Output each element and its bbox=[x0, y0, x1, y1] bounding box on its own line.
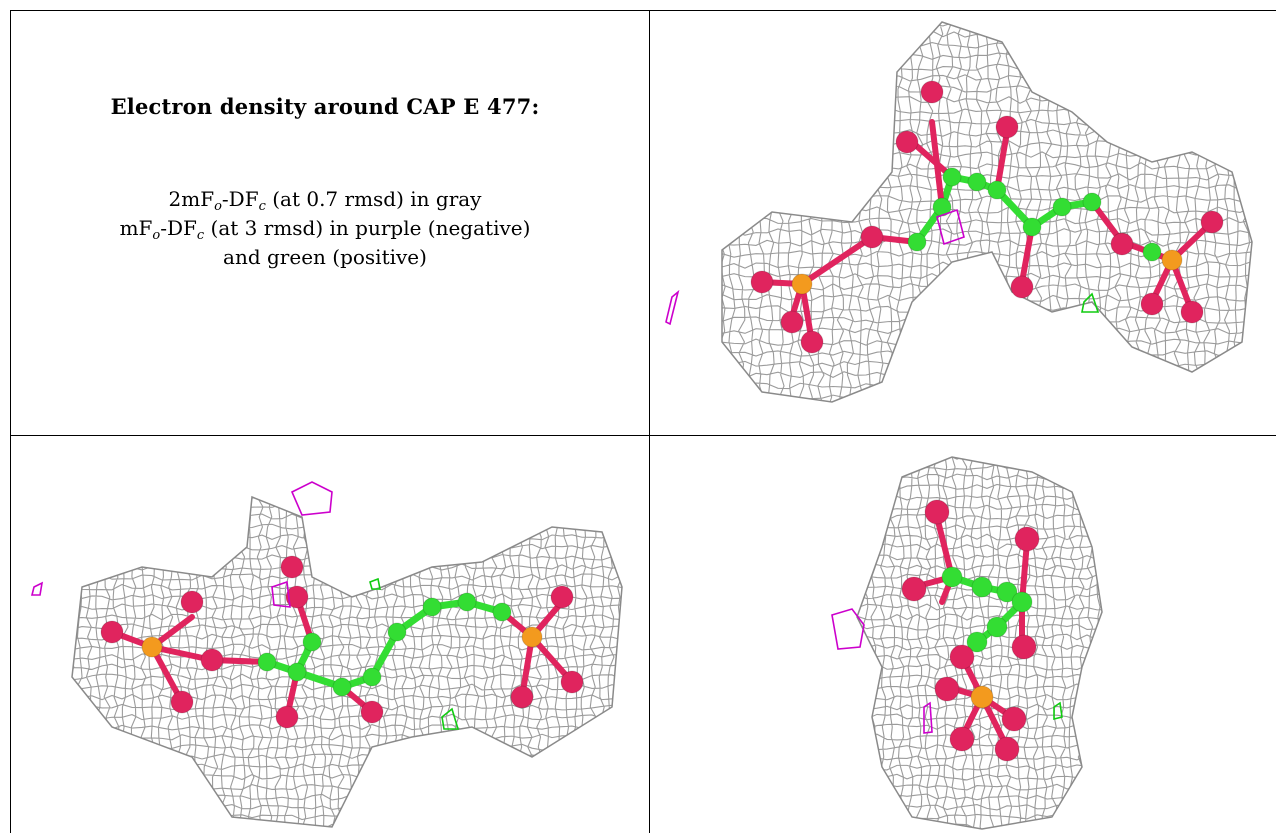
border-left bbox=[10, 10, 11, 833]
oxygen-atom bbox=[280, 555, 304, 579]
oxygen-atom bbox=[180, 590, 204, 614]
oxygen-atom bbox=[901, 576, 927, 602]
phosphorus-atom bbox=[1161, 249, 1183, 271]
caption-line-2: mFo-DFc (at 3 rmsd) in purple (negative) bbox=[119, 215, 531, 243]
density-mesh-outline bbox=[721, 21, 1253, 403]
carbon-atom bbox=[1011, 591, 1033, 613]
oxygen-atom bbox=[995, 115, 1019, 139]
density-mesh-outline bbox=[71, 495, 623, 828]
phosphorus-atom bbox=[521, 626, 543, 648]
bond bbox=[799, 234, 875, 287]
carbon-atom bbox=[362, 667, 382, 687]
oxygen-atom bbox=[1200, 210, 1224, 234]
positive-difference-density bbox=[1081, 292, 1100, 313]
carbon-atom bbox=[966, 631, 988, 653]
negative-difference-density bbox=[665, 289, 680, 326]
bond bbox=[994, 129, 1010, 193]
density-view-bottom-left bbox=[30, 481, 623, 828]
caption-title: Electron density around CAP E 477: bbox=[110, 93, 540, 119]
oxygen-atom bbox=[1110, 232, 1134, 256]
bond bbox=[934, 514, 955, 580]
carbon-atom bbox=[422, 597, 442, 617]
oxygen-atom bbox=[1011, 634, 1037, 660]
carbon-atom bbox=[1022, 217, 1042, 237]
carbon-atom bbox=[257, 652, 277, 672]
density-mesh-2mfo-dfc bbox=[722, 22, 1252, 402]
oxygen-atom bbox=[560, 670, 584, 694]
oxygen-atom bbox=[780, 310, 804, 334]
border-middle-vertical bbox=[649, 10, 650, 833]
oxygen-atom bbox=[949, 726, 975, 752]
oxygen-atom bbox=[1010, 275, 1034, 299]
bond bbox=[1019, 539, 1030, 605]
oxygen-atom bbox=[510, 685, 534, 709]
carbon-atom bbox=[287, 662, 307, 682]
phosphorus-atom bbox=[141, 636, 163, 658]
carbon-atom bbox=[986, 616, 1008, 638]
oxygen-atom bbox=[1001, 706, 1027, 732]
positive-difference-density bbox=[441, 707, 460, 730]
density-mesh-2mfo-dfc bbox=[72, 497, 622, 827]
caption-line-3: and green (positive) bbox=[223, 244, 427, 269]
carbon-atom bbox=[1052, 197, 1072, 217]
border-middle-horizontal bbox=[10, 435, 1276, 436]
oxygen-atom bbox=[170, 690, 194, 714]
carbon-atom bbox=[942, 167, 962, 187]
phosphorus-atom bbox=[970, 685, 994, 709]
carbon-atom bbox=[971, 576, 993, 598]
phosphorus-atom bbox=[791, 273, 813, 295]
positive-difference-density bbox=[369, 577, 381, 590]
positive-difference-density bbox=[1053, 701, 1063, 721]
density-mesh-outline bbox=[856, 456, 1103, 830]
density-view-top-right bbox=[665, 21, 1253, 403]
oxygen-atom bbox=[200, 648, 224, 672]
carbon-atom bbox=[996, 581, 1018, 603]
bond bbox=[1019, 224, 1035, 285]
carbon-atom bbox=[907, 232, 927, 252]
oxygen-atom bbox=[550, 585, 574, 609]
carbon-atom bbox=[987, 180, 1007, 200]
carbon-atom bbox=[1142, 242, 1162, 262]
oxygen-atom bbox=[800, 330, 824, 354]
negative-difference-density bbox=[831, 608, 865, 650]
caption-line-1: 2mFo-DFc (at 0.7 rmsd) in gray bbox=[168, 186, 482, 214]
oxygen-atom bbox=[1140, 292, 1164, 316]
carbon-atom bbox=[302, 632, 322, 652]
caption-cell: Electron density around CAP E 477: 2mFo-… bbox=[0, 0, 650, 435]
negative-difference-density bbox=[30, 581, 44, 596]
carbon-atom bbox=[457, 592, 477, 612]
negative-difference-density bbox=[290, 481, 333, 516]
carbon-atom bbox=[492, 602, 512, 622]
oxygen-atom bbox=[100, 620, 124, 644]
carbon-atom bbox=[332, 677, 352, 697]
oxygen-atom bbox=[895, 130, 919, 154]
oxygen-atom bbox=[994, 736, 1020, 762]
oxygen-atom bbox=[924, 499, 950, 525]
carbon-atom bbox=[387, 622, 407, 642]
negative-difference-density bbox=[271, 580, 291, 608]
carbon-atom bbox=[967, 172, 987, 192]
oxygen-atom bbox=[1014, 526, 1040, 552]
oxygen-atom bbox=[860, 225, 884, 249]
carbon-atom bbox=[1082, 192, 1102, 212]
oxygen-atom bbox=[275, 705, 299, 729]
oxygen-atom bbox=[285, 585, 309, 609]
negative-difference-density bbox=[936, 208, 965, 246]
oxygen-atom bbox=[750, 270, 774, 294]
oxygen-atom bbox=[949, 644, 975, 670]
border-top bbox=[10, 10, 1276, 11]
density-view-bottom-right bbox=[831, 456, 1103, 830]
carbon-atom bbox=[941, 566, 963, 588]
oxygen-atom bbox=[934, 676, 960, 702]
oxygen-atom bbox=[1180, 300, 1204, 324]
oxygen-atom bbox=[360, 700, 384, 724]
negative-difference-density bbox=[923, 701, 933, 734]
oxygen-atom bbox=[920, 80, 944, 104]
